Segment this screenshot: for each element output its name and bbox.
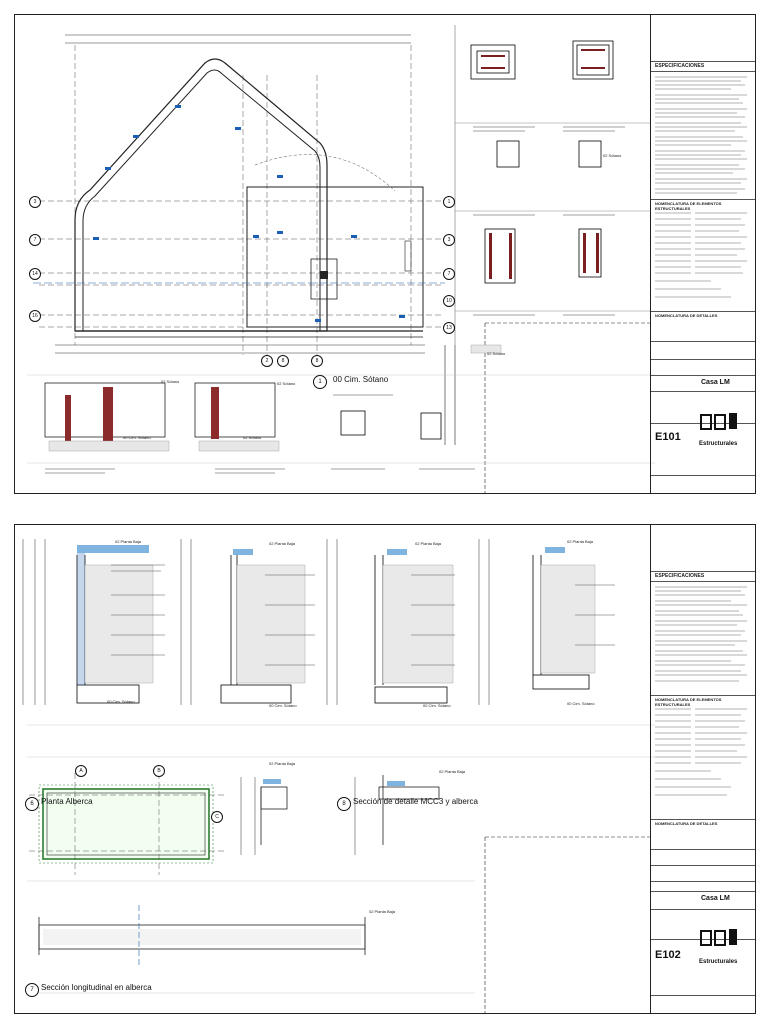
view-title: Planta Alberca bbox=[41, 797, 93, 806]
drawing-sheet-e101: 3 7 14 16 1 3 7 10 13 2 8 8 1 00 Cim. Só… bbox=[14, 14, 756, 494]
elements-schedule bbox=[655, 212, 747, 298]
specifications-heading: ESPECIFICACIONES bbox=[655, 63, 705, 69]
level-tag: 02 Planta Baja bbox=[269, 541, 296, 546]
level-tag: 02 Sótano bbox=[277, 381, 296, 386]
level-tag: 00 Cim. Sótano bbox=[123, 435, 151, 440]
details-heading: NOMENCLATURA DE DETALLES bbox=[655, 821, 718, 826]
view-number-bubble: 1 bbox=[313, 375, 327, 389]
grid-bubble: 2 bbox=[261, 355, 273, 367]
grid-bubble: 10 bbox=[443, 295, 455, 307]
level-tag: 00 Cim. Sótano bbox=[423, 703, 451, 708]
level-tag: 02 Sótano bbox=[487, 351, 506, 356]
level-tag: 02 Planta Baja bbox=[269, 761, 296, 766]
firm-logo bbox=[700, 929, 737, 946]
project-name: Casa LM bbox=[701, 379, 730, 386]
sections-drawing-e102 bbox=[22, 539, 655, 1013]
grid-bubble-c: C bbox=[211, 811, 223, 823]
view-number-bubble: 7 bbox=[25, 983, 39, 997]
grid-bubble: 14 bbox=[29, 268, 41, 280]
sheet-number: E101 bbox=[655, 431, 681, 443]
level-tag: 00 Cim. Sótano bbox=[269, 703, 297, 708]
sheet-number: E102 bbox=[655, 949, 681, 961]
grid-bubble: 3 bbox=[29, 196, 41, 208]
level-tag: 00 Cim. Sótano bbox=[107, 699, 135, 704]
grid-bubble: 8 bbox=[277, 355, 289, 367]
level-tag: 02 Planta Baja bbox=[439, 769, 466, 774]
level-tag: 02 Sótano bbox=[243, 435, 262, 440]
view-title: Sección longitudinal en alberca bbox=[41, 983, 152, 992]
grid-bubble: 16 bbox=[29, 310, 41, 322]
view-title: 00 Cim. Sótano bbox=[333, 375, 389, 384]
details-heading: NOMENCLATURA DE DETALLES bbox=[655, 313, 718, 318]
grid-bubble: 13 bbox=[443, 322, 455, 334]
title-block-e102: ESPECIFICACIONES NOMENCLATURA DE ELEMENT… bbox=[650, 525, 755, 1013]
level-tag: 00 Cim. Sótano bbox=[567, 701, 595, 706]
schedule-heading: NOMENCLATURA DE ELEMENTOS ESTRUCTURALES bbox=[655, 201, 722, 211]
grid-bubble: 1 bbox=[443, 196, 455, 208]
sheet-gap bbox=[0, 496, 768, 520]
level-tag: 02 Sótano bbox=[603, 153, 622, 158]
firm-logo bbox=[700, 413, 737, 430]
discipline-label: Estructurales bbox=[699, 441, 738, 447]
elements-schedule bbox=[655, 708, 747, 796]
view-number-bubble: 8 bbox=[337, 797, 351, 811]
level-tag: 02 Planta Baja bbox=[567, 539, 594, 544]
level-tag: 02 Planta Baja bbox=[369, 909, 396, 914]
grid-bubble: 8 bbox=[311, 355, 323, 367]
view-title: Sección de detalle MCC3 y alberca bbox=[353, 797, 478, 806]
grid-bubble-a: A bbox=[75, 765, 87, 777]
view-number-bubble: 6 bbox=[25, 797, 39, 811]
grid-bubble: 7 bbox=[443, 268, 455, 280]
grid-bubble: 7 bbox=[29, 234, 41, 246]
plan-drawing-e101 bbox=[27, 25, 655, 493]
title-block-e101: ESPECIFICACIONES NOMENCLATURA DE ELEMENT… bbox=[650, 15, 755, 493]
level-tag: 02 Planta Baja bbox=[415, 541, 442, 546]
level-tag: 02 Sótano bbox=[161, 379, 180, 384]
project-name: Casa LM bbox=[701, 895, 730, 902]
specifications-notes bbox=[655, 76, 747, 194]
grid-bubble: 3 bbox=[443, 234, 455, 246]
drawing-sheet-e102: A B C 6 Planta Alberca 8 Sección de deta… bbox=[14, 524, 756, 1014]
specifications-notes bbox=[655, 586, 747, 682]
schedule-heading: NOMENCLATURA DE ELEMENTOS ESTRUCTURALES bbox=[655, 697, 722, 707]
level-tag: 02 Planta Baja bbox=[115, 539, 142, 544]
grid-bubble-b: B bbox=[153, 765, 165, 777]
specifications-heading: ESPECIFICACIONES bbox=[655, 573, 705, 579]
discipline-label: Estructurales bbox=[699, 959, 738, 965]
